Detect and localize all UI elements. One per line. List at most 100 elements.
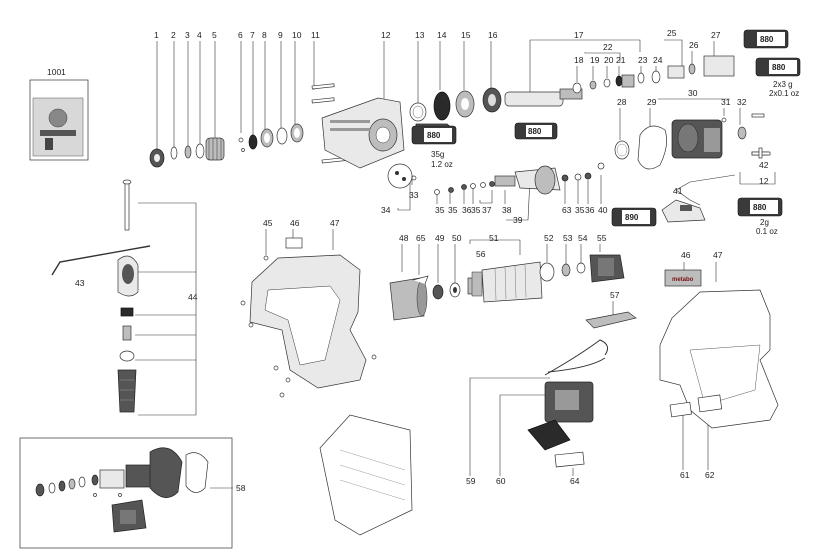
callout-10: 10 xyxy=(292,30,302,40)
part-33-34 xyxy=(387,163,417,189)
carry-case-panel xyxy=(319,414,413,536)
tube-qty: 2g xyxy=(760,218,769,227)
tube-label: 880 xyxy=(772,63,786,72)
callout-7: 7 xyxy=(250,30,255,40)
tube-label: 880 xyxy=(427,131,441,140)
callout-52: 52 xyxy=(544,233,554,243)
callout-58: 58 xyxy=(236,483,246,493)
housing-left-half xyxy=(240,237,377,398)
callout-15: 15 xyxy=(461,30,471,40)
housing-right-half: metabo xyxy=(659,269,779,429)
callout-2: 2 xyxy=(171,30,176,40)
callout-50: 50 xyxy=(452,233,462,243)
callout-63: 63 xyxy=(562,205,572,215)
callout-46b: 46 xyxy=(681,250,691,260)
callout-49: 49 xyxy=(435,233,445,243)
callout-labels: 1 2 3 4 5 6 7 8 9 10 11 12 13 14 15 16 1… xyxy=(47,28,769,493)
callout-32: 32 xyxy=(737,97,747,107)
callout-40: 40 xyxy=(598,205,608,215)
callout-20: 20 xyxy=(604,55,614,65)
callout-6: 6 xyxy=(238,30,243,40)
callout-1001: 1001 xyxy=(47,67,66,77)
callout-51: 51 xyxy=(489,233,499,243)
callout-64: 64 xyxy=(570,476,580,486)
callout-57: 57 xyxy=(610,290,620,300)
motor-parts xyxy=(389,254,625,321)
tube-qty: 2x3 g xyxy=(773,80,793,89)
callout-46a: 46 xyxy=(290,218,300,228)
callout-23: 23 xyxy=(638,55,648,65)
spindle-assembly xyxy=(504,55,735,107)
callout-11: 11 xyxy=(311,30,320,40)
callout-38: 38 xyxy=(502,205,512,215)
leader-lines xyxy=(130,39,776,489)
callout-35c: 35 xyxy=(471,205,481,215)
callout-60: 60 xyxy=(496,476,506,486)
callout-29: 29 xyxy=(647,97,657,107)
gear-row-parts xyxy=(434,162,605,195)
callout-12b: 12 xyxy=(759,176,769,186)
callout-47a: 47 xyxy=(330,218,340,228)
grease-tube-6: 880 2g 0.1 oz xyxy=(737,197,783,236)
callout-5: 5 xyxy=(212,30,217,40)
callout-14: 14 xyxy=(437,30,447,40)
callout-22: 22 xyxy=(603,42,613,52)
callout-37: 37 xyxy=(482,205,492,215)
tube-qty-oz: 0.1 oz xyxy=(756,227,778,236)
tube-label: 890 xyxy=(625,213,639,222)
callout-55: 55 xyxy=(597,233,607,243)
callout-12: 12 xyxy=(381,30,391,40)
part-42 xyxy=(751,147,771,159)
callout-16: 16 xyxy=(488,30,498,40)
part-41 xyxy=(661,199,706,223)
callout-61: 61 xyxy=(680,470,690,480)
tube-label: 880 xyxy=(753,203,767,212)
callout-17: 17 xyxy=(574,30,584,40)
inset-58-box xyxy=(19,437,233,549)
callout-33: 33 xyxy=(409,190,419,200)
callout-24: 24 xyxy=(653,55,663,65)
callout-53: 53 xyxy=(563,233,573,243)
callout-54: 54 xyxy=(578,233,588,243)
callout-9: 9 xyxy=(278,30,283,40)
tube-label: 880 xyxy=(760,35,774,44)
callout-35d: 35 xyxy=(575,205,585,215)
tube-qty-oz: 1.2 oz xyxy=(431,160,453,169)
callout-30: 30 xyxy=(688,88,698,98)
tube-qty: 35g xyxy=(431,150,444,159)
tube-label: 880 xyxy=(528,127,542,136)
chuck-parts xyxy=(149,83,357,168)
grease-tube-1: 880 35g 1.2 oz xyxy=(411,123,457,169)
callout-45: 45 xyxy=(263,218,273,228)
callout-3: 3 xyxy=(185,30,190,40)
callout-47b: 47 xyxy=(713,250,723,260)
parts-13-16 xyxy=(409,87,502,122)
callout-19: 19 xyxy=(590,55,600,65)
callout-36b: 36 xyxy=(585,205,595,215)
callout-26: 26 xyxy=(689,40,699,50)
inset-1001-box xyxy=(29,79,89,161)
callout-65: 65 xyxy=(416,233,426,243)
gearbox-parts xyxy=(614,113,769,170)
brand-label: metabo xyxy=(672,277,694,283)
callout-8: 8 xyxy=(262,30,267,40)
gear-housing xyxy=(321,97,405,169)
tube-qty-oz: 2x0.1 oz xyxy=(769,89,799,98)
callout-35a: 35 xyxy=(435,205,445,215)
grease-tube-4: 880 2x3 g 2x0.1 oz xyxy=(755,57,801,98)
callout-4: 4 xyxy=(197,30,202,40)
callout-59: 59 xyxy=(466,476,476,486)
callout-27: 27 xyxy=(711,30,721,40)
callout-13: 13 xyxy=(415,30,425,40)
callout-34: 34 xyxy=(381,205,391,215)
side-handle-parts xyxy=(51,179,151,413)
callout-1: 1 xyxy=(154,30,159,40)
grease-tube-5: 890 xyxy=(611,207,657,227)
callout-31: 31 xyxy=(721,97,731,107)
callout-42: 42 xyxy=(759,160,769,170)
grease-tube-3: 880 xyxy=(743,29,789,49)
callout-44: 44 xyxy=(188,292,198,302)
callout-28: 28 xyxy=(617,97,627,107)
callout-21: 21 xyxy=(616,55,626,65)
